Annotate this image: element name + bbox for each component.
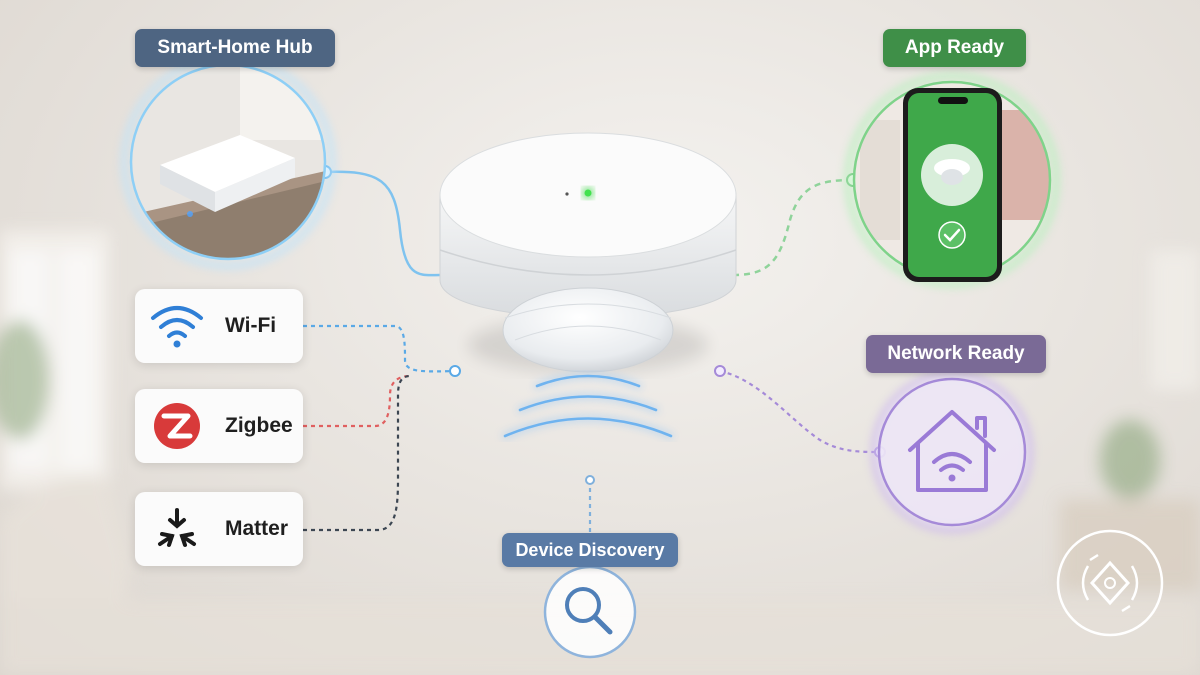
matter-logo-icon xyxy=(147,499,207,559)
network-ready-label: Network Ready xyxy=(887,343,1025,364)
wifi-link-line xyxy=(303,324,456,373)
network-link-line xyxy=(719,369,881,454)
protocol-label: Matter xyxy=(225,517,289,540)
check-icon xyxy=(943,228,961,242)
protocol-card-wifi: Wi-Fi xyxy=(135,289,303,363)
status-led-icon xyxy=(584,189,592,197)
protocol-card-zigbee: Zigbee xyxy=(135,389,303,463)
zigbee-link-line xyxy=(303,374,411,428)
network-node-dot xyxy=(714,365,726,377)
network-ready-tag: Network Ready xyxy=(866,335,1046,373)
app-ready-tag: App Ready xyxy=(883,29,1026,67)
device-discovery-label: Device Discovery xyxy=(515,539,665,560)
wifi-icon xyxy=(147,296,207,356)
protocol-node-dot xyxy=(449,365,461,377)
protocol-label: Zigbee xyxy=(225,414,293,437)
protocol-label: Wi-Fi xyxy=(225,314,277,337)
discovery-node-dot xyxy=(585,475,595,485)
hub-label-tag: Smart-Home Hub xyxy=(135,29,335,67)
hub-link-line xyxy=(324,170,441,277)
zigbee-logo-icon xyxy=(147,396,207,456)
app-link-line xyxy=(732,178,854,277)
device-discovery-tag: Device Discovery xyxy=(502,533,678,567)
protocol-card-matter: Matter xyxy=(135,492,303,566)
hub-label: Smart-Home Hub xyxy=(157,37,313,58)
app-ready-label: App Ready xyxy=(904,37,1005,58)
